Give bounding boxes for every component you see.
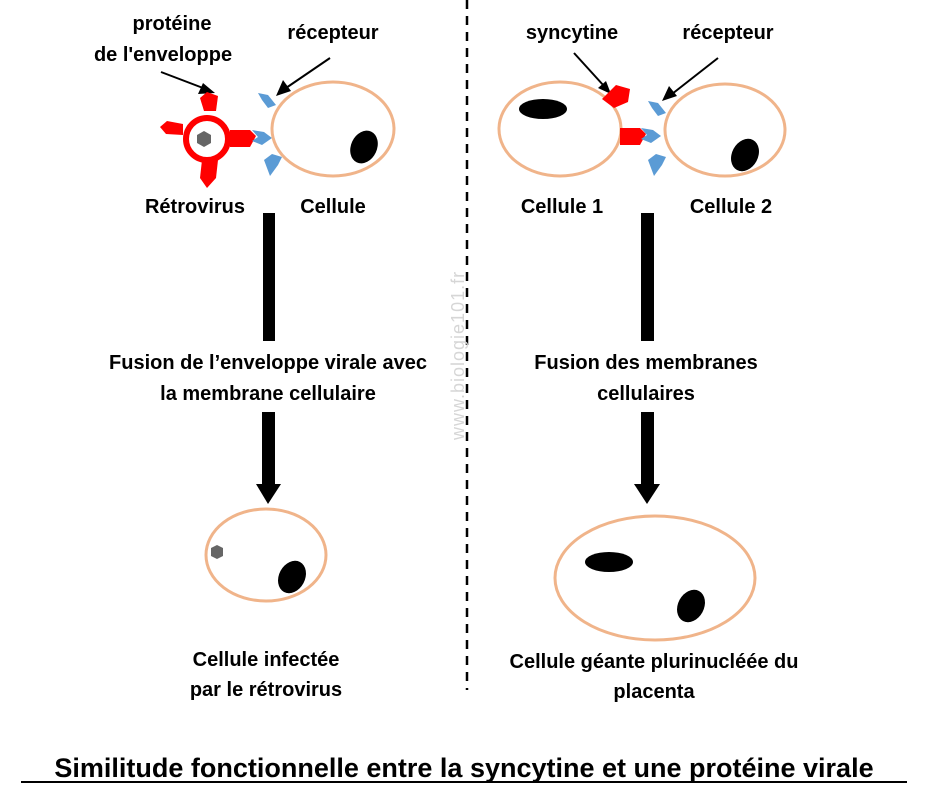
cell-2 xyxy=(663,82,787,178)
syncytin-protein-top xyxy=(602,85,630,108)
receptor-pointer-arrow-right xyxy=(662,57,719,101)
receptor-label-right: récepteur xyxy=(682,22,773,44)
result-label-right-line1: Cellule géante plurinucléée du xyxy=(510,651,799,673)
cell-1 xyxy=(497,80,623,178)
result-label-right-line2: placenta xyxy=(613,681,695,703)
diagram-title: Similitude fonctionnelle entre la syncyt… xyxy=(54,753,873,783)
cell-label: Cellule xyxy=(300,196,366,218)
result-label-left-line1: Cellule infectée xyxy=(193,649,340,671)
retrovirus-label: Rétrovirus xyxy=(145,196,245,218)
protein-label-line1: protéine xyxy=(133,13,212,35)
process-bar-right-top xyxy=(641,213,654,341)
fusion-label-right-line2: cellulaires xyxy=(597,383,695,405)
giant-multinucleated-cell xyxy=(553,514,757,642)
cell-left xyxy=(270,80,396,178)
receptor-right-3 xyxy=(648,154,666,176)
syncytin-protein-side xyxy=(620,128,646,145)
receptor-left-1 xyxy=(258,93,276,108)
left-panel: protéine de l'enveloppe récepteur Rétr xyxy=(94,13,427,701)
process-arrowhead-right xyxy=(634,484,660,504)
process-bar-right-bottom xyxy=(641,412,654,486)
giant-cell-nucleus-2 xyxy=(677,589,705,623)
infected-cell xyxy=(204,507,328,603)
envelope-protein-right xyxy=(230,130,256,147)
cell-left-nucleus xyxy=(350,130,378,164)
receptor-left-3 xyxy=(264,154,282,176)
cell-2-label: Cellule 2 xyxy=(690,196,772,218)
watermark: www.biologie101.fr xyxy=(448,271,468,441)
protein-pointer-arrow xyxy=(160,71,215,94)
cell-1-label: Cellule 1 xyxy=(521,196,603,218)
process-bar-left-bottom xyxy=(262,412,275,486)
viral-genome-icon xyxy=(197,131,211,147)
fusion-label-left-line2: la membrane cellulaire xyxy=(160,383,376,405)
integrated-viral-genome-icon xyxy=(211,545,223,559)
infected-cell-nucleus xyxy=(278,560,306,594)
protein-label-line2: de l'enveloppe xyxy=(94,44,232,66)
result-label-left-line2: par le rétrovirus xyxy=(190,679,342,701)
envelope-protein-left xyxy=(160,121,183,135)
syncytin-pointer-arrow xyxy=(573,52,611,94)
envelope-protein-bottom xyxy=(200,160,218,188)
receptor-left-2 xyxy=(252,130,272,145)
envelope-protein-top xyxy=(200,92,218,111)
receptor-pointer-arrow-left xyxy=(276,57,331,96)
syncytin-label: syncytine xyxy=(526,22,618,44)
fusion-label-left-line1: Fusion de l’enveloppe virale avec xyxy=(109,352,427,374)
retrovirus xyxy=(160,92,256,188)
cell-1-nucleus xyxy=(519,99,567,119)
right-panel: syncytine récepteur Cellule 1 Cellule 2 … xyxy=(497,22,799,703)
process-bar-left-top xyxy=(263,213,275,341)
receptor-right-1 xyxy=(648,101,666,116)
receptor-label-left: récepteur xyxy=(287,22,378,44)
process-arrowhead-left xyxy=(256,484,281,504)
giant-cell-nucleus-1 xyxy=(585,552,633,572)
fusion-label-right-line1: Fusion des membranes xyxy=(534,352,757,374)
cell-2-nucleus xyxy=(731,138,759,172)
receptor-right-2 xyxy=(641,128,661,143)
